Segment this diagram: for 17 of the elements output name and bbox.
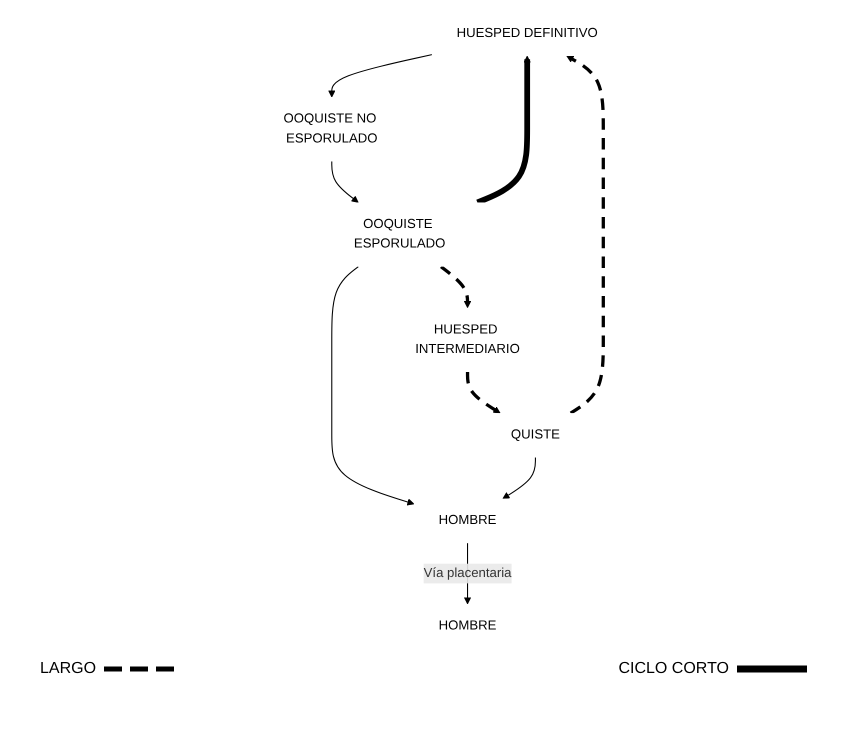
- arrow: [328, 54, 432, 98]
- legend-text: CICLO CORTO: [618, 660, 729, 678]
- arrow: [466, 372, 500, 414]
- arrow: [440, 265, 472, 308]
- arrow: [331, 266, 414, 506]
- arrow: [331, 161, 358, 203]
- legend-text: LARGO: [40, 660, 96, 678]
- arrow: [502, 458, 536, 499]
- node-text: HUESPED DEFINITIVO: [456, 26, 598, 40]
- node-text: OOQUISTE NO ESPORULADO: [283, 112, 378, 146]
- node-text: HUESPED INTERMEDIARIO: [415, 322, 520, 356]
- node-text: HOMBRE: [438, 618, 496, 633]
- node-text: QUISTE: [510, 428, 560, 442]
- edge-label: Vía placentaria: [423, 566, 512, 580]
- node-text: HOMBRE: [438, 513, 496, 528]
- node-text: OOQUISTE ESPORULADO: [354, 217, 446, 252]
- arrow: [566, 56, 605, 414]
